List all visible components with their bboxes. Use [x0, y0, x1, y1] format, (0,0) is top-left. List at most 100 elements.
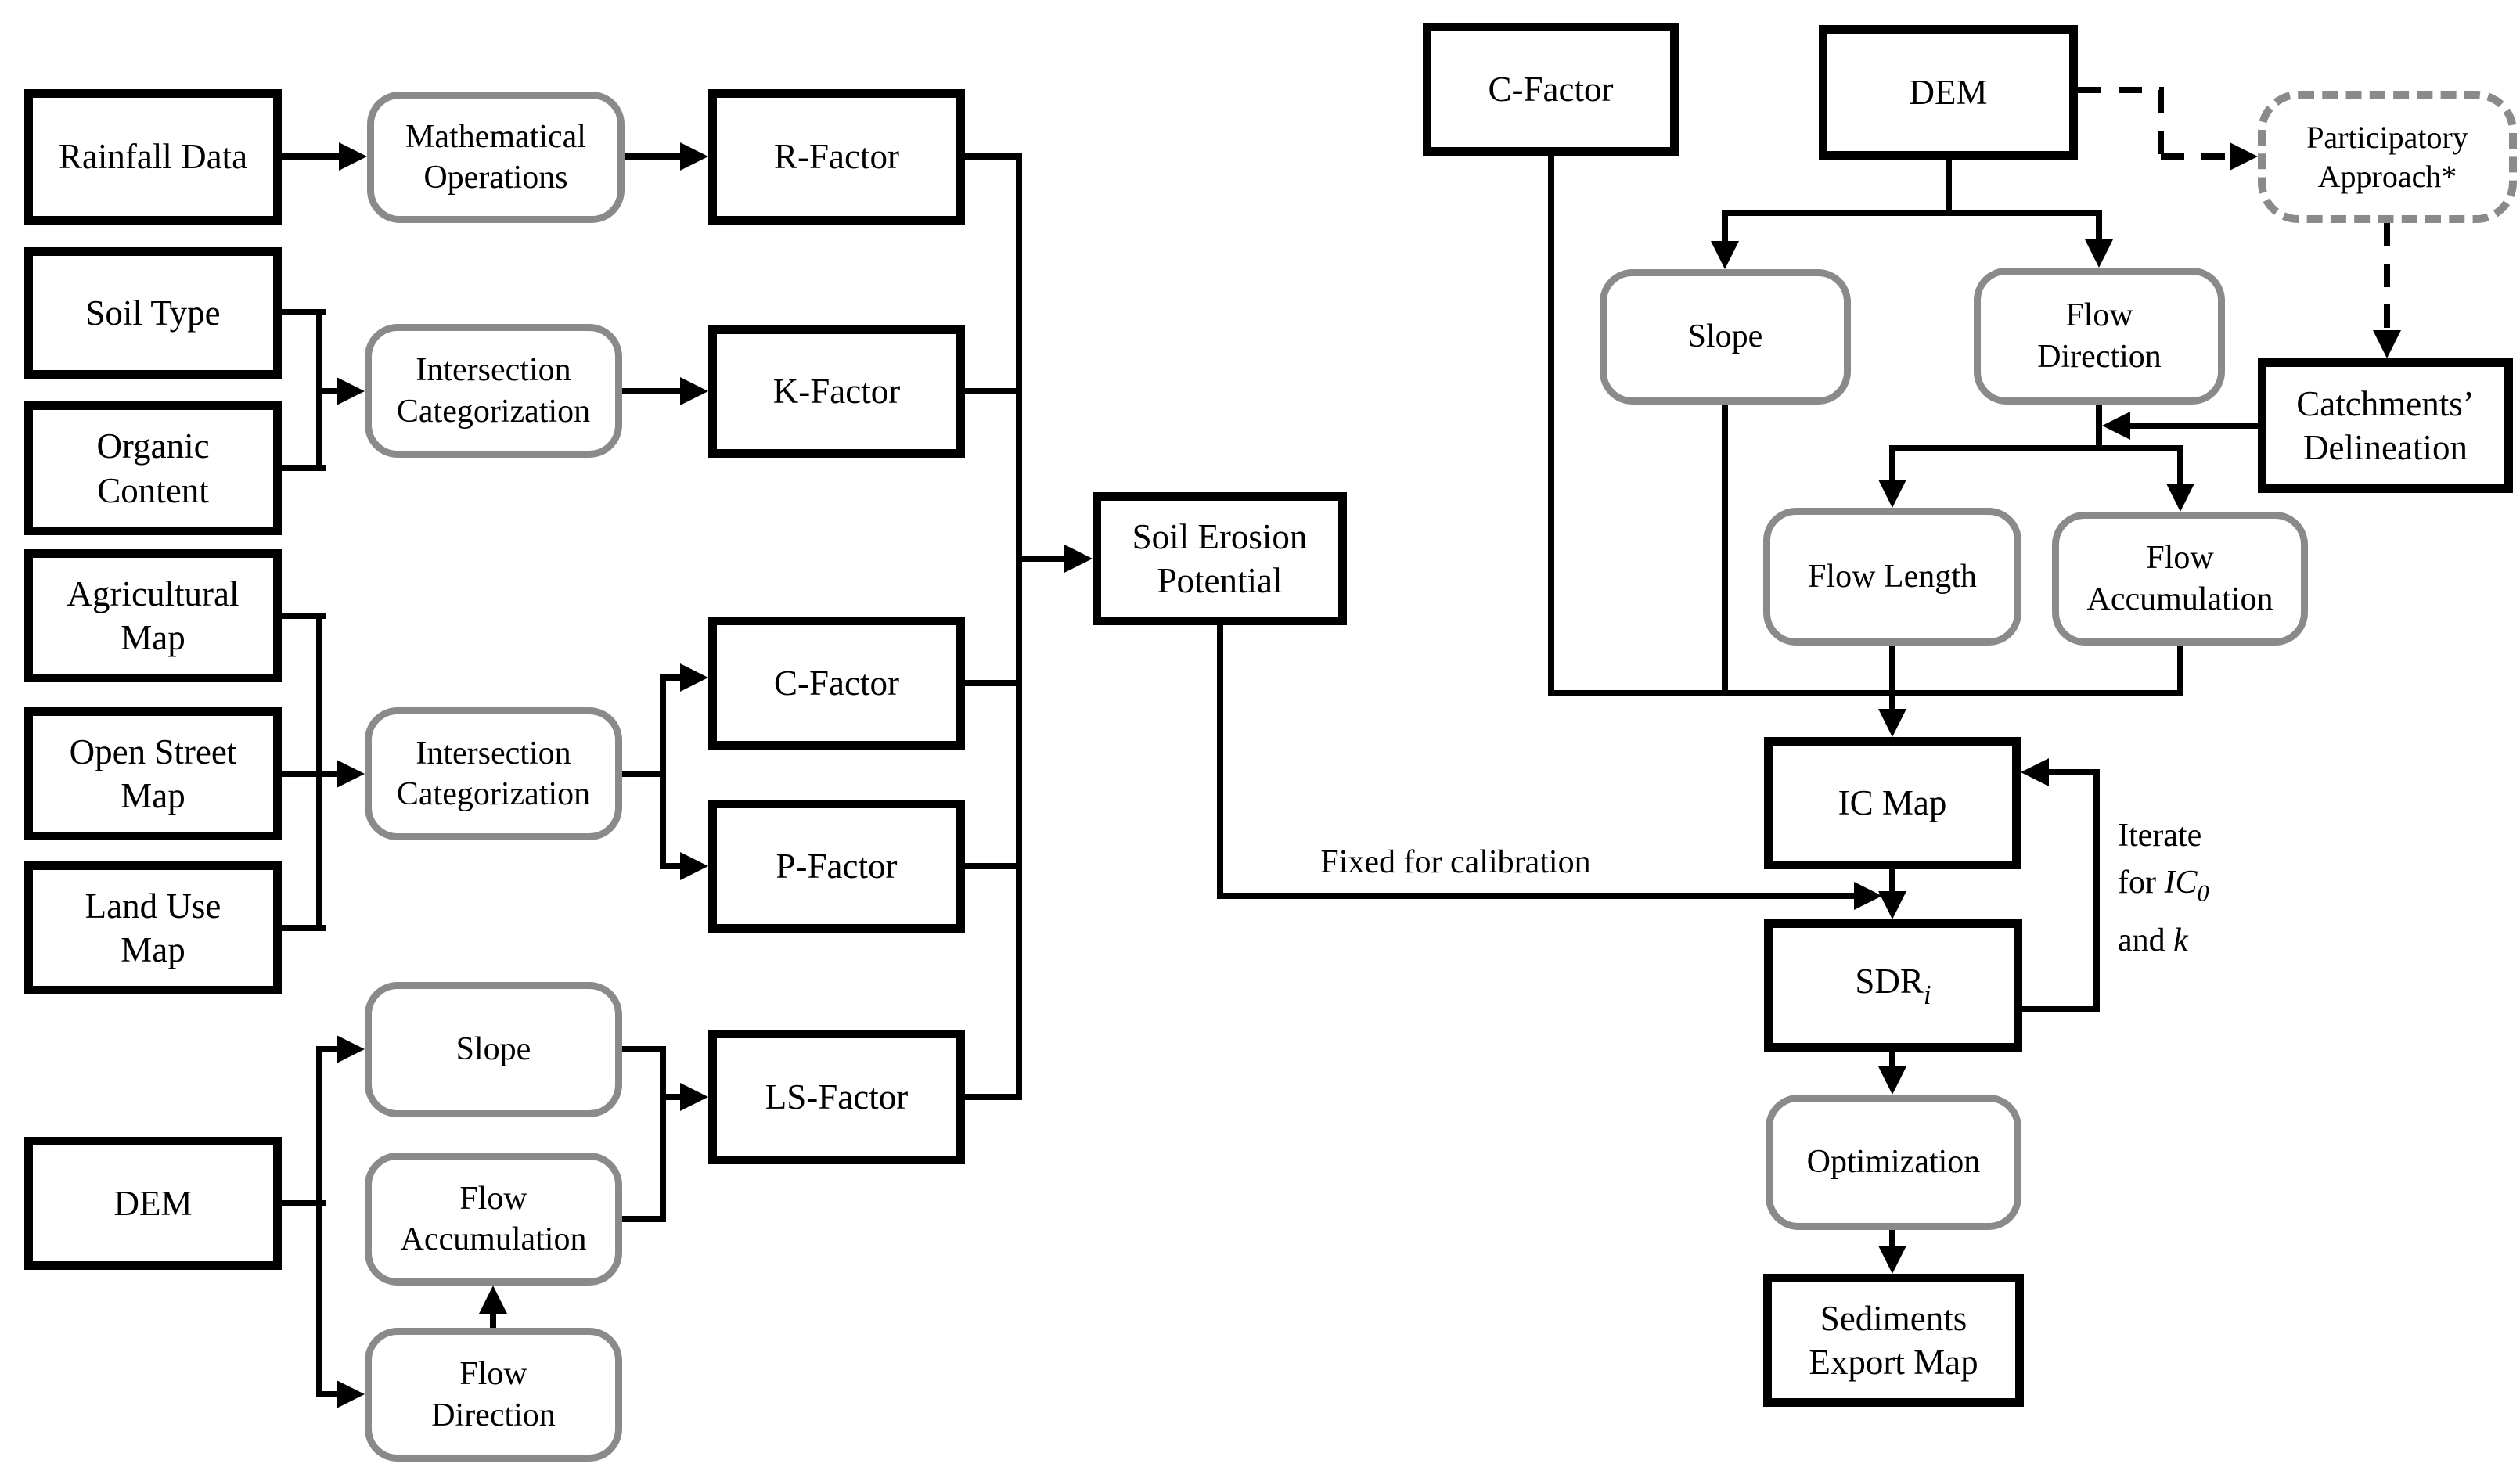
connector-dem-to-slope-stub: [316, 1046, 340, 1052]
node-soil-type: Soil Type: [24, 247, 282, 379]
connector-ic2-to-pfactor-stub: [660, 863, 683, 869]
connector-soil-bracket-stub: [316, 388, 340, 394]
node-flow-accumulation-right: Flow Accumulation: [2052, 512, 2308, 646]
node-land-use-map: Land Use Map: [24, 861, 282, 994]
connector-factors-collector: [1016, 153, 1022, 1100]
node-catchments-delineation: Catchments’ Delineation: [2258, 358, 2513, 493]
node-intersection-categorization-2: Intersection Categorization: [365, 707, 622, 840]
node-slope-left: Slope: [365, 982, 622, 1117]
connector-to-flowlength: [1889, 445, 1895, 483]
connector-fixed-for-calibration: [1220, 893, 1854, 899]
node-r-factor: R-Factor: [708, 89, 965, 225]
node-label: Flow Direction: [2037, 297, 2162, 375]
node-label: C-Factor: [774, 663, 899, 703]
connector-rfactor-join: [965, 153, 1022, 160]
arrowhead-loop-into-icmap: [2021, 758, 2049, 786]
node-slope-right: Slope: [1600, 269, 1851, 405]
connector-flowacc-right-down: [2177, 646, 2183, 696]
connector-dem-left-out: [282, 1200, 326, 1206]
connector-rainfall-to-mathops: [282, 153, 339, 160]
connector-flowacc-left-out: [622, 1216, 666, 1222]
arrowhead-into-intersection-cat-1: [337, 377, 365, 405]
arrowhead-into-kfactor: [680, 377, 708, 405]
node-label: Soil Type: [85, 293, 221, 333]
connector-agmap-out: [282, 613, 326, 619]
connector-flowdir-to-flowacc: [490, 1312, 496, 1328]
connector-sdr-loop-top: [2049, 769, 2099, 775]
connector-sdr-loop-up: [2093, 769, 2100, 1009]
node-label: Catchments’ Delineation: [2296, 383, 2475, 467]
node-label: Open Street Map: [69, 732, 237, 815]
node-c-factor-right: C-Factor: [1423, 23, 1679, 156]
arrowhead-into-cfactor-left: [680, 663, 708, 692]
iterate-line1: Iterate: [2118, 818, 2202, 854]
connector-flowdir-right-split: [1889, 445, 2183, 451]
arrowhead-into-optimization: [1878, 1066, 1906, 1095]
dashed-connector-dem-to-participatory-3: [2161, 153, 2230, 160]
node-label: LS-Factor: [765, 1077, 909, 1117]
connector-ic1-to-kfactor: [622, 388, 680, 394]
connector-ic2-to-cfactor-stub: [660, 674, 683, 681]
node-label: C-Factor: [1488, 69, 1614, 109]
node-agricultural-map: Agricultural Map: [24, 549, 282, 682]
node-flow-direction-right: Flow Direction: [1974, 268, 2225, 405]
node-label: DEM: [1909, 72, 1988, 112]
node-flow-length: Flow Length: [1763, 508, 2021, 646]
node-optimization: Optimization: [1766, 1095, 2021, 1230]
arrowhead-into-slope-right: [1711, 241, 1739, 269]
connector-ic2-split: [660, 674, 666, 869]
node-label: SDRi: [1855, 961, 1931, 1010]
node-p-factor: P-Factor: [708, 800, 965, 933]
node-c-factor-left: C-Factor: [708, 617, 965, 750]
iterate-line3: and k: [2118, 922, 2188, 958]
connector-ls-stub: [660, 1094, 683, 1100]
node-flow-direction-left: Flow Direction: [365, 1328, 622, 1462]
node-ls-factor: LS-Factor: [708, 1030, 965, 1164]
node-ic-map: IC Map: [1764, 737, 2021, 869]
connector-dem-right-split: [1722, 210, 2102, 216]
node-soil-erosion-potential: Soil Erosion Potential: [1093, 492, 1347, 625]
node-label: K-Factor: [772, 372, 901, 412]
arrowhead-into-lsfactor: [680, 1083, 708, 1111]
arrowhead-fixed-into-sdr-line: [1854, 882, 1882, 910]
connector-icmap-merge-line: [1548, 690, 2183, 696]
connector-kfactor-join: [965, 388, 1022, 394]
arrowhead-into-flowacc-left: [479, 1286, 507, 1314]
connector-flowdir-right-down: [2096, 405, 2102, 451]
node-label: Slope: [455, 1031, 531, 1068]
node-label: Slope: [1687, 318, 1763, 355]
node-dem-left: DEM: [24, 1137, 282, 1270]
connector-ls-merge: [660, 1046, 666, 1222]
label-iterate-for-ic0-and-k: Iterate for IC0 and k: [2118, 812, 2298, 964]
arrowhead-into-soil-erosion-potential: [1064, 545, 1093, 573]
node-sediments-export-map: Sediments Export Map: [1763, 1274, 2024, 1407]
arrowhead-into-sediments: [1878, 1246, 1906, 1274]
node-label: Flow Accumulation: [2086, 540, 2273, 617]
node-flow-accumulation-left: Flow Accumulation: [365, 1153, 622, 1286]
connector-dem-to-flowdir-stub: [316, 1391, 340, 1397]
arrowhead-into-rfactor: [680, 142, 708, 171]
arrowhead-into-flowdir-right: [2085, 239, 2113, 268]
node-participatory-approach: Participatory Approach*: [2258, 91, 2517, 223]
node-label: Participatory Approach*: [2306, 119, 2468, 194]
arrowhead-into-mathops: [339, 142, 367, 171]
connector-dem-right-down: [1946, 160, 1952, 216]
arrowhead-into-flowacc-right: [2166, 484, 2194, 512]
arrowhead-into-catchments: [2373, 330, 2401, 358]
label-fixed-for-calibration: Fixed for calibration: [1320, 844, 1591, 880]
node-label: Land Use Map: [85, 886, 221, 969]
node-label: Agricultural Map: [67, 574, 239, 657]
dashed-connector-dem-to-participatory-1: [2078, 87, 2164, 93]
node-label: Flow Length: [1808, 558, 1977, 595]
node-mathematical-operations: Mathematical Operations: [367, 92, 625, 223]
connector-lsfactor-join: [965, 1094, 1022, 1100]
connector-landuse-out: [282, 925, 326, 931]
connector-sep-down: [1217, 625, 1223, 899]
dashed-connector-dem-to-participatory-2: [2158, 90, 2164, 156]
connector-sdr-loop-bottom: [2022, 1006, 2100, 1012]
arrowhead-into-slope-left: [337, 1035, 365, 1063]
arrowhead-into-flowlength: [1878, 480, 1906, 508]
connector-to-slope-right: [1722, 210, 1728, 244]
sdr-subscript: i: [1923, 979, 1931, 1010]
